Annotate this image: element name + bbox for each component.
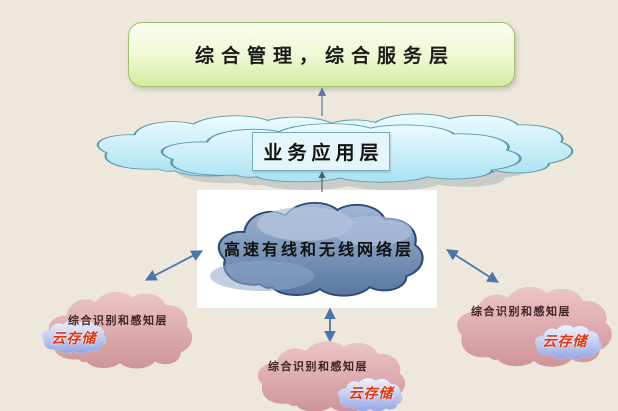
network-cloud	[210, 201, 424, 297]
perception-label-middle: 综合识别和感知层	[268, 361, 368, 373]
network-layer-label: 高速有线和无线网络层	[223, 242, 414, 259]
cloud-storage-badge-left: 云存储	[51, 330, 97, 346]
arrow-network-to-perception-right	[446, 249, 499, 283]
cloud-storage-badge-middle: 云存储	[348, 385, 394, 401]
management-layer-box: 综合管理，综合服务层	[128, 22, 515, 87]
management-layer-label: 综合管理，综合服务层	[194, 46, 455, 67]
application-layer-label: 业务应用层	[263, 143, 384, 164]
application-label-box: 业务应用层	[252, 132, 390, 171]
cloud-storage-badge-right: 云存储	[542, 333, 588, 349]
arrow-network-to-perception-left	[144, 250, 204, 281]
perception-label-left: 综合识别和感知层	[68, 315, 168, 327]
perception-label-right: 综合识别和感知层	[471, 306, 571, 318]
